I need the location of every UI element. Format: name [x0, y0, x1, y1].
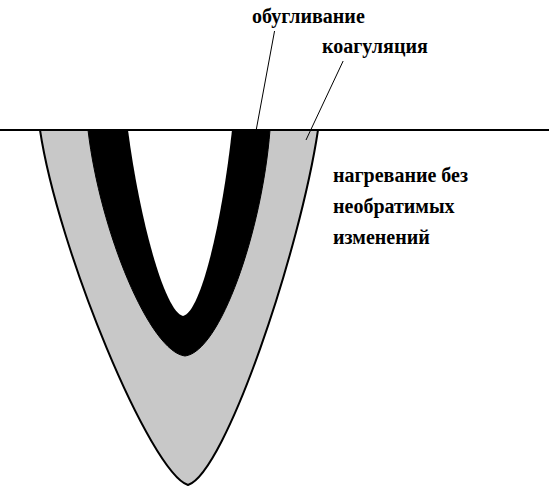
zone-label: нагревание без необратимых изменений	[333, 160, 473, 253]
cut-crater	[128, 130, 232, 316]
coagulation-zone	[40, 130, 318, 485]
leader-line	[256, 31, 275, 131]
leader-label: обугливание	[252, 4, 365, 28]
tissue-surface	[0, 129, 549, 131]
leader-label: коагуляция	[322, 34, 428, 58]
charring-zone	[88, 130, 270, 356]
leader-line	[306, 61, 343, 140]
